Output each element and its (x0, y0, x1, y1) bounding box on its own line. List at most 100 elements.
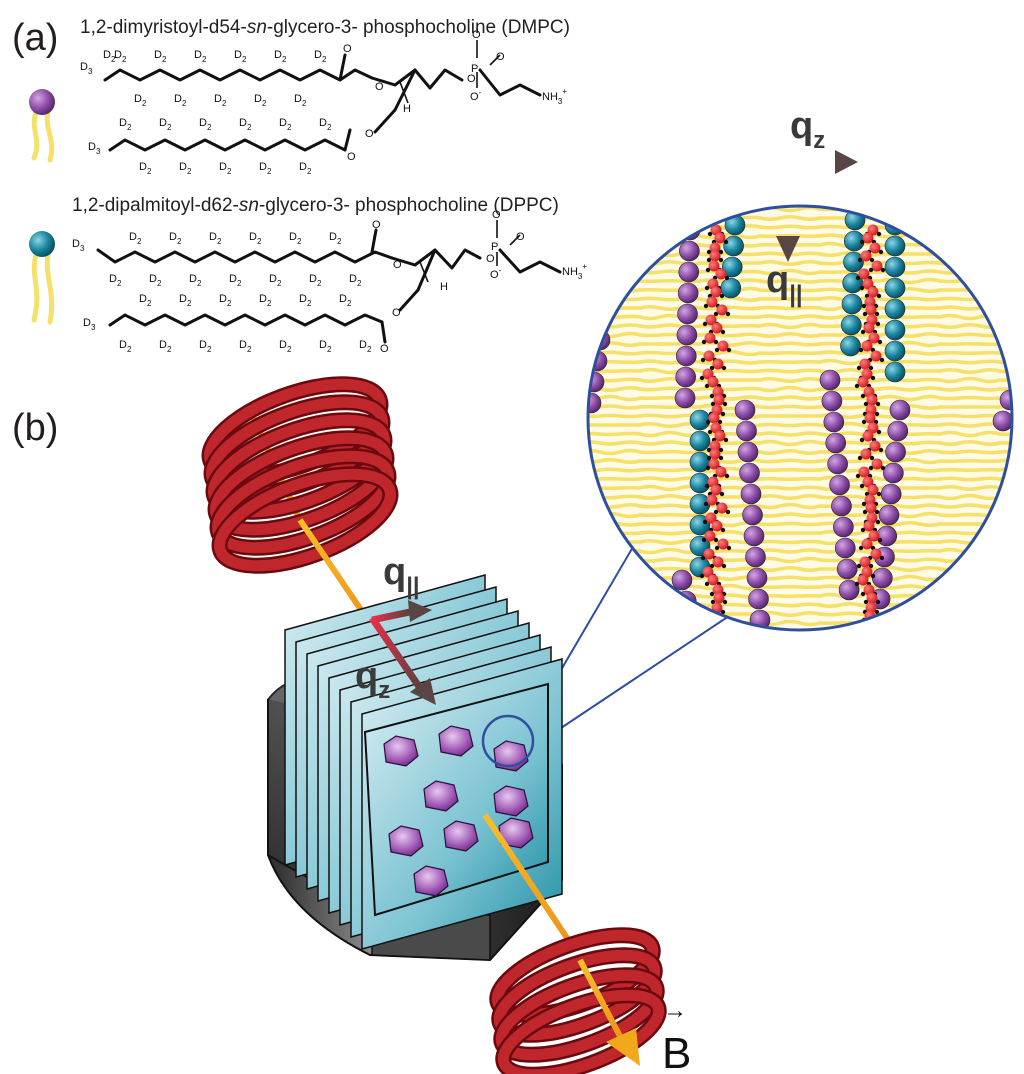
water-hydrogen (709, 393, 715, 399)
water-oxygen (863, 322, 875, 334)
lipid-tail (638, 386, 702, 392)
water-oxygen (709, 242, 721, 254)
headgroup (840, 335, 861, 357)
water-oxygen (860, 250, 872, 262)
water-oxygen (865, 304, 877, 316)
water-oxygen (711, 322, 723, 334)
water-hydrogen (859, 483, 865, 489)
water-hydrogen (859, 285, 865, 291)
water-hydrogen (704, 383, 710, 389)
d2-label: D2 (294, 93, 307, 108)
svg-text:O-: O- (490, 266, 502, 281)
water-hydrogen (701, 339, 707, 345)
d2-label: D2 (314, 49, 327, 64)
lipid-tail (588, 206, 642, 212)
lipid-tail (938, 620, 1002, 626)
water-oxygen (712, 584, 724, 596)
water-hydrogen (854, 581, 860, 587)
lipid-tail (998, 314, 1012, 320)
lipid-tail (998, 215, 1012, 221)
d2-label: D2 (234, 49, 247, 64)
water-hydrogen (868, 267, 874, 273)
magnetic-axis-line (297, 518, 375, 628)
lipid-tail (938, 269, 1002, 275)
water-hydrogen (874, 509, 880, 515)
water-hydrogen (861, 303, 867, 309)
headgroup (734, 399, 756, 421)
water-hydrogen (861, 501, 867, 507)
headgroup (588, 371, 605, 393)
lipid-tail (998, 629, 1012, 630)
lipid-tail (938, 278, 1002, 284)
lipid-tail (998, 458, 1012, 464)
headgroup (677, 303, 698, 325)
water-oxygen (717, 340, 729, 352)
d2-label: D2 (174, 93, 187, 108)
lipid-tail (638, 539, 702, 545)
headgroup (872, 567, 893, 589)
lipid-tail (588, 260, 642, 266)
lipid-tail (588, 530, 642, 536)
water-hydrogen (877, 339, 883, 345)
d2-label: D2 (179, 293, 192, 308)
dppc-lipid-icon (29, 231, 55, 325)
water-hydrogen (874, 609, 880, 615)
water-oxygen (706, 296, 718, 308)
lipid-tail (758, 268, 822, 276)
panel-a-label: (a) (12, 17, 58, 59)
d2-label: D2 (219, 161, 232, 176)
headgroup (740, 483, 762, 505)
lipid-tail (938, 332, 1002, 338)
lipid-tail (758, 449, 822, 455)
lipid-tail (638, 413, 702, 419)
bicelle-blob (438, 725, 474, 757)
svg-text:O-: O- (470, 88, 482, 103)
water-hydrogen (723, 437, 729, 443)
svg-text:O: O (486, 253, 495, 265)
water-hydrogen (700, 357, 706, 363)
water-oxygen (710, 484, 722, 496)
lipid-tail (878, 386, 942, 392)
lipid-tail (638, 467, 702, 473)
svg-text:O: O (343, 43, 352, 55)
lipid-tail (758, 351, 822, 355)
water-oxygen (713, 592, 725, 604)
lipid-tail (638, 476, 702, 482)
lipid-tail (998, 593, 1012, 599)
water-oxygen (709, 440, 721, 452)
headgroup (836, 558, 858, 580)
lipid-tail (938, 430, 1002, 438)
water-hydrogen (723, 239, 729, 245)
water-hydrogen (854, 383, 860, 389)
water-oxygen (705, 314, 717, 326)
svg-text:O: O (380, 343, 389, 355)
water-hydrogen (868, 563, 874, 569)
headgroup (827, 453, 848, 475)
lipid-tail (638, 547, 702, 555)
water-oxygen (702, 566, 714, 578)
lipid-tail (758, 260, 822, 266)
lipid-tail (758, 521, 822, 527)
headgroup (887, 420, 909, 442)
circle-q-arrows (776, 150, 858, 262)
water-hydrogen (869, 257, 875, 263)
water-oxygen (859, 358, 871, 370)
water-hydrogen (704, 285, 710, 291)
lipid-tail (758, 611, 822, 617)
lipid-tail (758, 468, 822, 472)
lipid-tail (938, 413, 1002, 419)
water-hydrogen (699, 375, 705, 381)
headgroup (819, 369, 841, 391)
water-hydrogen (860, 329, 866, 335)
water-oxygen (710, 286, 722, 298)
svg-text:NH3+: NH3+ (542, 87, 567, 106)
svg-text:O: O (516, 231, 525, 243)
water-hydrogen (855, 275, 861, 281)
water-oxygen (708, 260, 720, 272)
lipid-tail (938, 422, 1002, 428)
lipid-tail (758, 431, 822, 437)
lipid-tail (998, 566, 1012, 572)
water-hydrogen (856, 365, 862, 371)
water-oxygen (860, 448, 872, 460)
lipid-tail (938, 259, 1002, 267)
